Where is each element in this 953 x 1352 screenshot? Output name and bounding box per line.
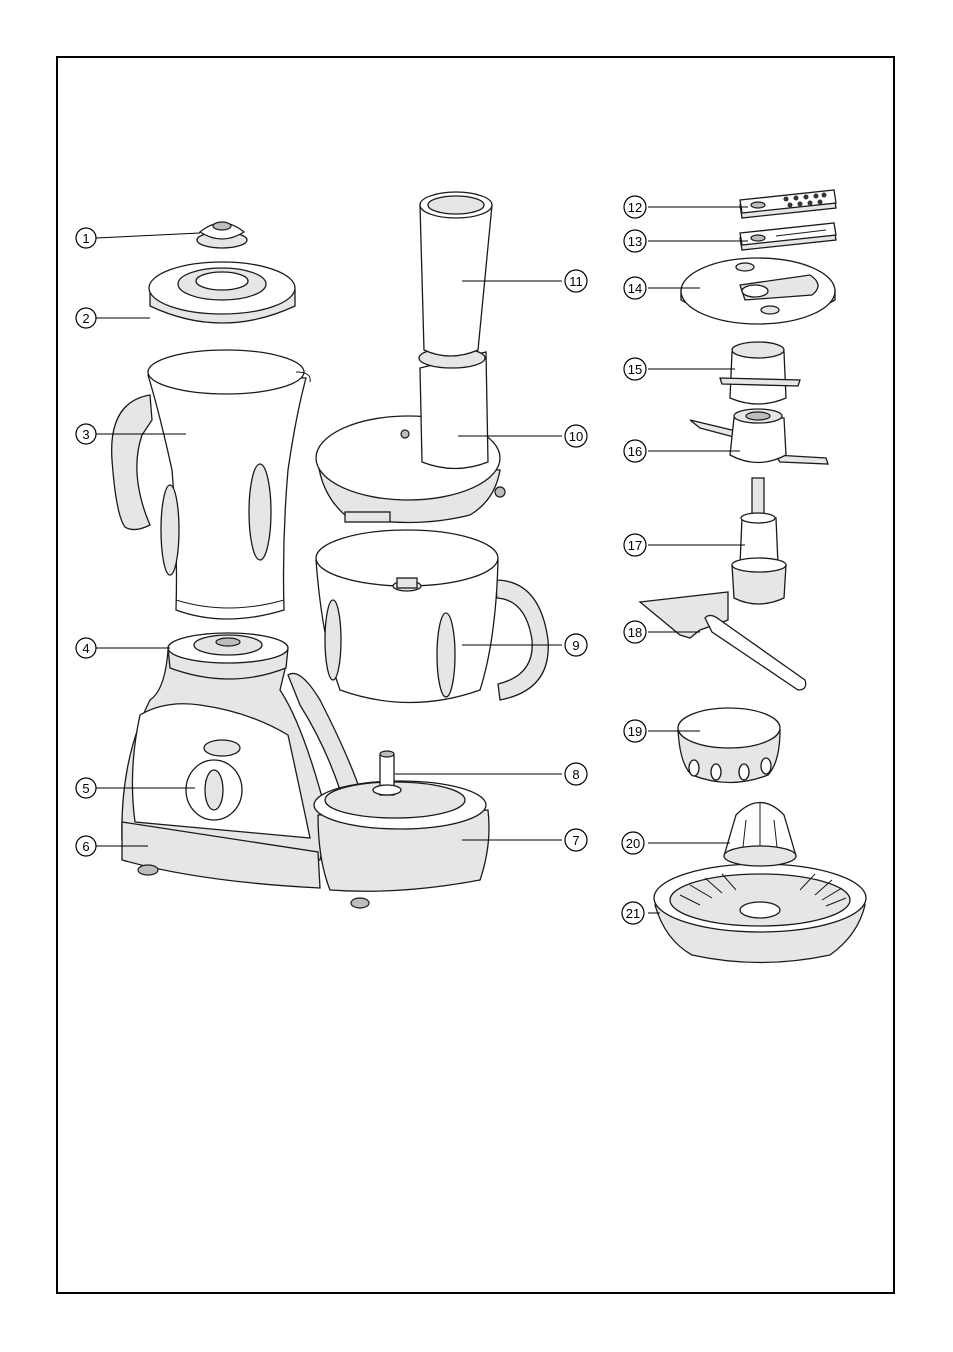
callout-18-label: 18	[628, 625, 642, 640]
callout-13: 13	[624, 230, 646, 252]
chopping-knife	[690, 409, 828, 464]
callout-12-label: 12	[628, 200, 642, 215]
callout-5: 5	[76, 778, 96, 798]
callout-1-label: 1	[82, 231, 89, 246]
callout-19-label: 19	[628, 724, 642, 739]
callout-3: 3	[76, 424, 96, 444]
callout-17-label: 17	[628, 538, 642, 553]
callout-7: 7	[565, 829, 587, 851]
callout-16: 16	[624, 440, 646, 462]
callout-2-label: 2	[82, 311, 89, 326]
callout-21: 21	[622, 902, 644, 924]
callout-4: 4	[76, 638, 96, 658]
cutting-disc	[681, 258, 835, 324]
juicer-strainer	[654, 864, 866, 963]
callout-15: 15	[624, 358, 646, 380]
blender-jar	[112, 350, 311, 619]
juicer-cone	[724, 802, 796, 866]
callout-20-label: 20	[626, 836, 640, 851]
callout-13-label: 13	[628, 234, 642, 249]
callout-10: 10	[565, 425, 587, 447]
callout-8-label: 8	[572, 767, 579, 782]
callout-18: 18	[624, 621, 646, 643]
spatula	[640, 592, 806, 690]
callout-8: 8	[565, 763, 587, 785]
callout-15-label: 15	[628, 362, 642, 377]
jar-lid	[149, 262, 295, 323]
callout-14: 14	[624, 277, 646, 299]
slicing-insert	[740, 223, 836, 250]
callout-11: 11	[565, 270, 587, 292]
grating-insert	[740, 190, 836, 218]
callout-9-label: 9	[572, 638, 579, 653]
callout-12: 12	[624, 196, 646, 218]
callout-4-label: 4	[82, 641, 89, 656]
callout-5-label: 5	[82, 781, 89, 796]
callout-17: 17	[624, 534, 646, 556]
callout-2: 2	[76, 308, 96, 328]
callout-16-label: 16	[628, 444, 642, 459]
processor-cover	[316, 348, 505, 523]
juicer-cap	[678, 708, 780, 783]
callout-20: 20	[622, 832, 644, 854]
callout-21-label: 21	[626, 906, 640, 921]
callout-6: 6	[76, 836, 96, 856]
processor-bowl	[316, 530, 548, 703]
drive-spindle	[732, 478, 786, 604]
lid-cap	[197, 222, 247, 248]
callout-19: 19	[624, 720, 646, 742]
callout-11-label: 11	[569, 274, 583, 289]
food-pusher	[420, 192, 492, 356]
callout-7-label: 7	[572, 833, 579, 848]
callout-9: 9	[565, 634, 587, 656]
callout-6-label: 6	[82, 839, 89, 854]
callout-14-label: 14	[628, 281, 642, 296]
blade-holder	[720, 342, 800, 404]
callout-1: 1	[76, 228, 96, 248]
callout-10-label: 10	[569, 429, 583, 444]
callout-3-label: 3	[82, 427, 89, 442]
